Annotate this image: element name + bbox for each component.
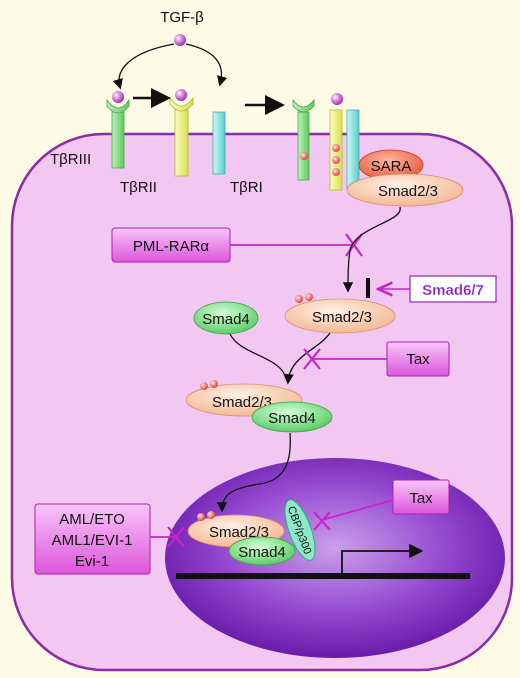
pml-inhibition-cross (345, 233, 363, 257)
tgfb-ligand (174, 34, 186, 46)
aml1-evi1-label: AML1/EVI-1 (52, 532, 133, 549)
pml-rara-box: PML-RARα (111, 227, 231, 263)
arrow-to-nucleus (216, 432, 291, 513)
smad4-cytoplasm-node: Smad4 (193, 301, 259, 335)
smad67-block-bar (366, 278, 370, 298)
tbri-receptor (212, 111, 226, 175)
tax-nucleus-box: Tax (392, 479, 450, 515)
smad-complex-smad23-label: Smad2/3 (212, 394, 272, 411)
smad23-phospho-label: Smad2/3 (312, 309, 372, 326)
tax-nucleus-inhibition-line (321, 499, 394, 521)
pml-rara-label: PML-RARα (133, 238, 210, 255)
tax-cytoplasm-label: Tax (406, 351, 430, 368)
aml-eto-label: AML/ETO (59, 511, 125, 528)
sara-node: SARA (358, 149, 424, 181)
arrow-ligand-to-tbriii (112, 43, 175, 90)
nuclear-smad23-label: Smad2/3 (209, 524, 269, 541)
arrow-smad23-to-complex (283, 332, 331, 385)
nucleus (165, 458, 505, 658)
tax-cytoplasm-inhibition-cross (303, 348, 321, 370)
smad-complex-cytoplasm: Smad2/3 Smad4 (185, 380, 333, 433)
aml-eto-box: AML/ETO AML1/EVI-1 Evi-1 (34, 503, 151, 575)
smad-complex-smad4-label: Smad4 (268, 410, 316, 427)
arrow-ligand-to-tbrii (185, 43, 228, 87)
tbriii-label: TβRIII (50, 151, 91, 168)
nuclear-smad4-label: Smad4 (238, 544, 286, 561)
tbri-label: TβRI (230, 179, 263, 196)
evi1-label: Evi-1 (75, 553, 109, 570)
transcription-start-arrow (341, 543, 424, 576)
sara-label: SARA (371, 158, 412, 175)
smad23-phospho-node: Smad2/3 (284, 293, 396, 334)
tax-nucleus-label: Tax (409, 490, 433, 507)
smad-complex-nucleus: Smad2/3 Smad4 (187, 511, 296, 566)
smad23-receptor-label: Smad2/3 (378, 183, 438, 200)
arrow-smad23-release (342, 206, 401, 293)
arrow-smad4-to-complex (229, 333, 287, 379)
tax-nucleus-inhibition-cross (313, 511, 331, 531)
smad23-receptor-node: Smad2/3 (346, 173, 464, 207)
smad67-label: Smad6/7 (422, 282, 484, 299)
tgfb-label: TGF-β (160, 9, 204, 26)
tbrii-label: TβRII (120, 179, 157, 196)
tax-cytoplasm-box: Tax (386, 341, 450, 377)
smad4-cytoplasm-label: Smad4 (202, 311, 250, 328)
aml-inhibition-cross (167, 526, 185, 548)
receptor-complex (292, 93, 360, 191)
tbrii-receptor (169, 89, 194, 177)
smad67-box: Smad6/7 (409, 275, 497, 303)
tbriii-receptor (106, 91, 130, 169)
